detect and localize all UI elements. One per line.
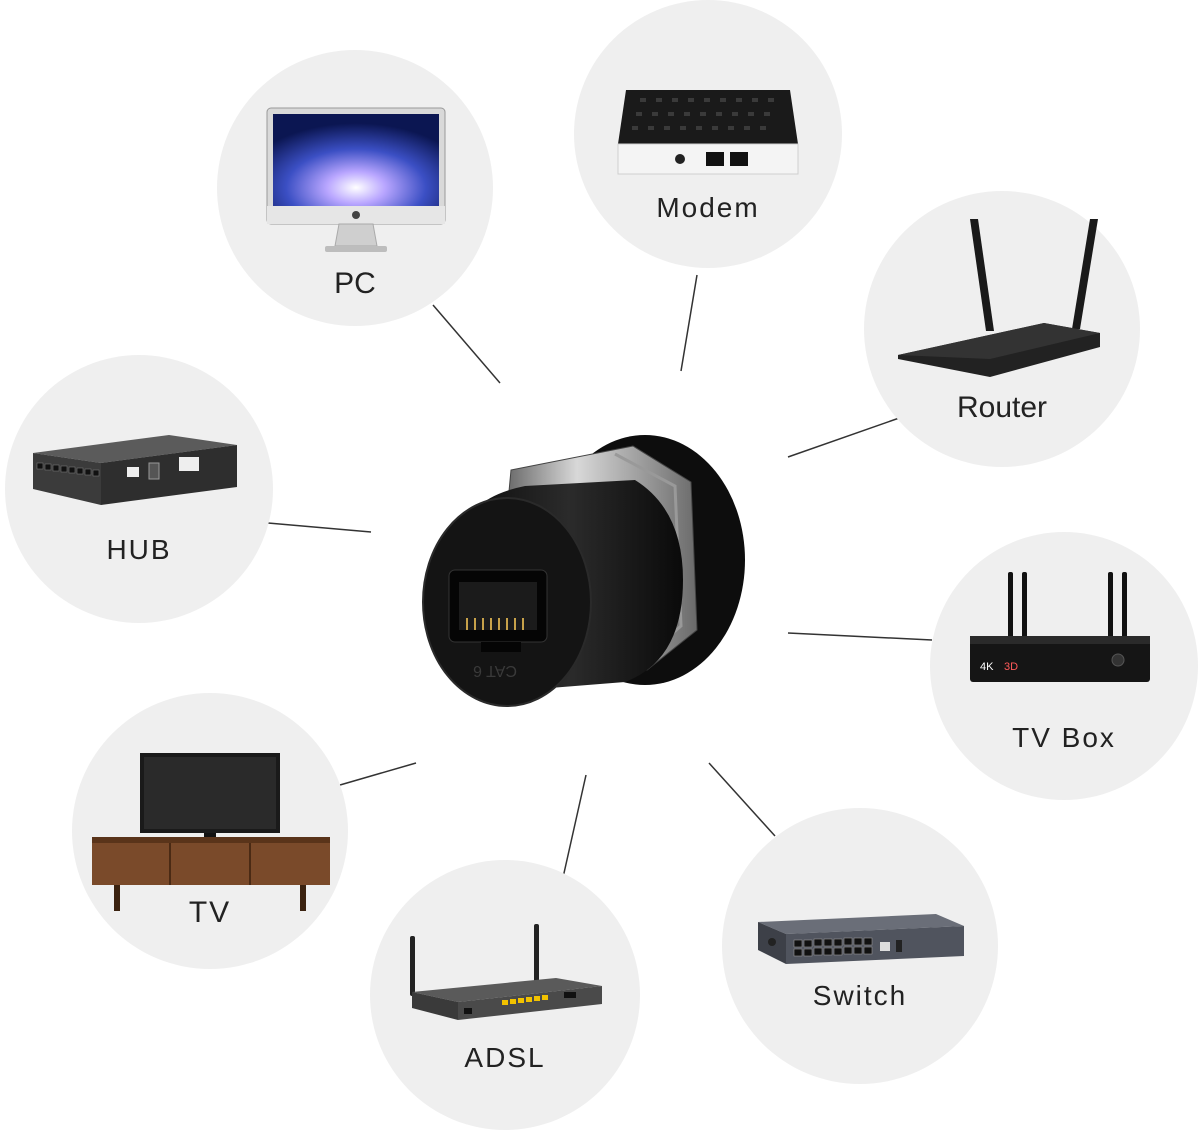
device-tv-box: 4K 3D TV Box [930,532,1198,800]
label-router: Router [956,391,1048,424]
svg-text:3D: 3D [1004,661,1018,673]
line-switch [708,762,776,837]
label-hub: HUB [106,534,172,565]
rj45-connector: CAT 6 [422,435,745,707]
line-adsl [561,774,587,883]
monitor-icon [266,107,446,252]
tv-box-icon: 4K 3D [970,572,1150,682]
tv-icon [92,753,330,911]
device-hub: HUB [5,355,273,623]
line-tvbox [787,632,933,641]
adsl-icon [410,924,602,1020]
modem-icon [617,90,799,175]
label-adsl: ADSL [464,1042,546,1073]
line-pc [432,304,501,384]
line-tv [339,762,417,786]
switch-icon [758,914,964,964]
line-modem [680,274,698,372]
hub-icon [33,435,237,505]
label-modem: Modem [656,192,760,223]
cat6-marking: CAT 6 [473,662,517,679]
line-hub [267,522,372,533]
device-modem: Modem [574,0,842,268]
device-switch: Switch [722,808,998,1084]
device-tv: TV [72,693,348,969]
svg-text:4K: 4K [980,661,994,673]
label-tv-box: TV Box [1012,722,1116,753]
label-tv: TV [188,896,232,929]
device-pc: PC [217,50,493,326]
label-switch: Switch [812,980,908,1011]
line-router [787,415,906,458]
device-adsl: ADSL [370,860,640,1130]
device-router: Router [864,191,1140,467]
label-pc: PC [334,267,376,300]
router-icon [898,219,1100,377]
